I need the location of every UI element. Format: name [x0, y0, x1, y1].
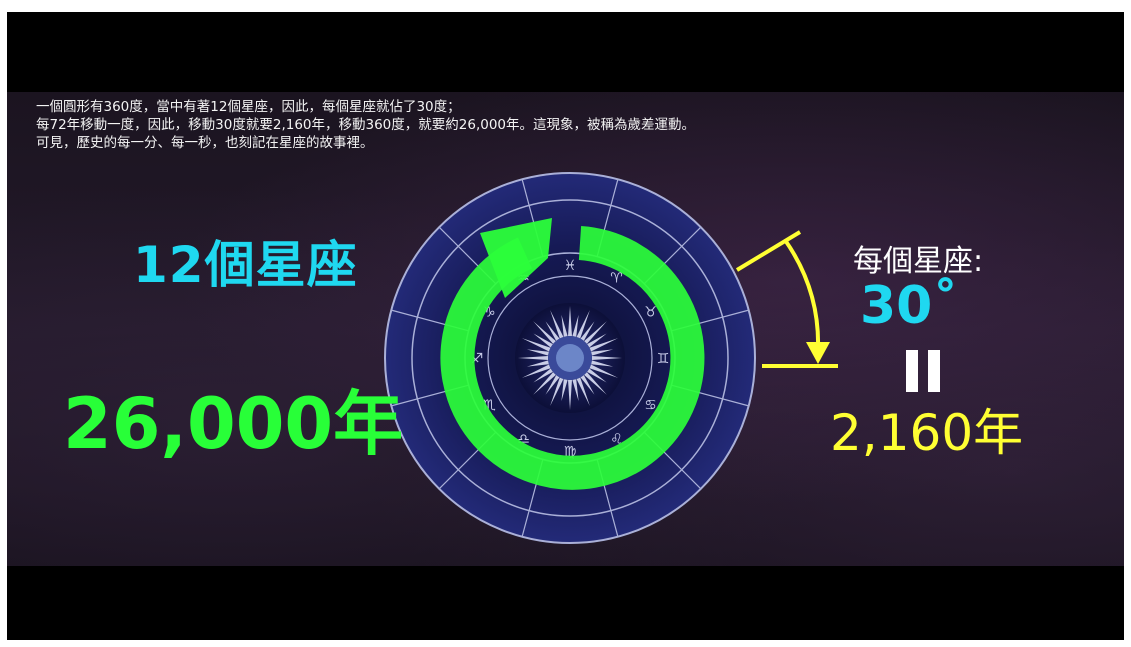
- sun-ray: [576, 309, 590, 339]
- years-per-sign-label: 2,160年: [830, 404, 1024, 462]
- sun-ray: [591, 356, 622, 360]
- zodiac-glyph-icon: ♉: [644, 305, 657, 321]
- zodiac-glyph-icon: ♈: [610, 270, 623, 286]
- sun-ray: [550, 377, 564, 407]
- sun-ray: [568, 306, 572, 337]
- intro-line: 一個圓形有360度，當中有著12個星座，因此，每個星座就佔了30度；: [36, 99, 461, 115]
- zodiac-glyph-icon: ♌: [610, 432, 623, 448]
- sun-ray: [584, 372, 607, 395]
- sun-ray: [572, 314, 579, 337]
- sun-ray: [545, 321, 560, 341]
- intro-line: 可見，歷史的每一分、每一秒，也刻記在星座的故事裡。: [36, 135, 374, 151]
- sun-ray: [521, 364, 551, 378]
- sun-ray: [584, 321, 607, 344]
- sun-icon: [515, 303, 625, 413]
- sun-ray: [533, 321, 556, 344]
- sun-ray: [591, 349, 614, 356]
- sun-ray: [533, 333, 553, 348]
- per-sign-label: 每個星座:: [853, 244, 984, 279]
- sun-ray: [568, 379, 572, 410]
- zodiac-glyph-icon: ♊: [657, 351, 670, 367]
- sun-ray: [526, 360, 549, 367]
- sun-ray: [518, 356, 549, 360]
- total-years-label: 26,000年: [63, 383, 404, 465]
- sun-ray: [580, 375, 595, 395]
- sun-ray: [589, 364, 619, 378]
- zodiac-glyph-icon: ♓: [564, 258, 577, 274]
- intro-line: 每72年移動一度，因此，移動30度就要2,160年，移動360度，就要約26,0…: [36, 117, 696, 133]
- sun-ray: [576, 377, 590, 407]
- sun-ray: [561, 314, 568, 337]
- sun-ray: [587, 368, 607, 383]
- angle-marker-icon: [735, 230, 838, 368]
- sun-ray: [587, 333, 607, 348]
- sun-ray: [550, 309, 564, 339]
- sun-ray: [561, 379, 568, 402]
- equals-sign: [906, 350, 940, 392]
- sun-ray: [580, 321, 595, 341]
- constellation-count-label: 12個星座: [133, 236, 358, 294]
- sun-ray: [545, 375, 560, 395]
- sun-ray: [589, 338, 619, 352]
- sun-ray: [533, 372, 556, 395]
- degrees-label: 30˚: [860, 276, 959, 336]
- sun-ray: [521, 338, 551, 352]
- sun-ray: [533, 368, 553, 383]
- intro-text: 一個圓形有360度，當中有著12個星座，因此，每個星座就佔了30度； 每72年移…: [36, 98, 695, 152]
- zodiac-glyph-icon: ♋: [644, 398, 657, 414]
- circular-arrow-icon: [440, 218, 705, 490]
- sun-ray: [526, 349, 549, 356]
- sun-ray: [591, 360, 614, 367]
- sun-ray: [572, 379, 579, 402]
